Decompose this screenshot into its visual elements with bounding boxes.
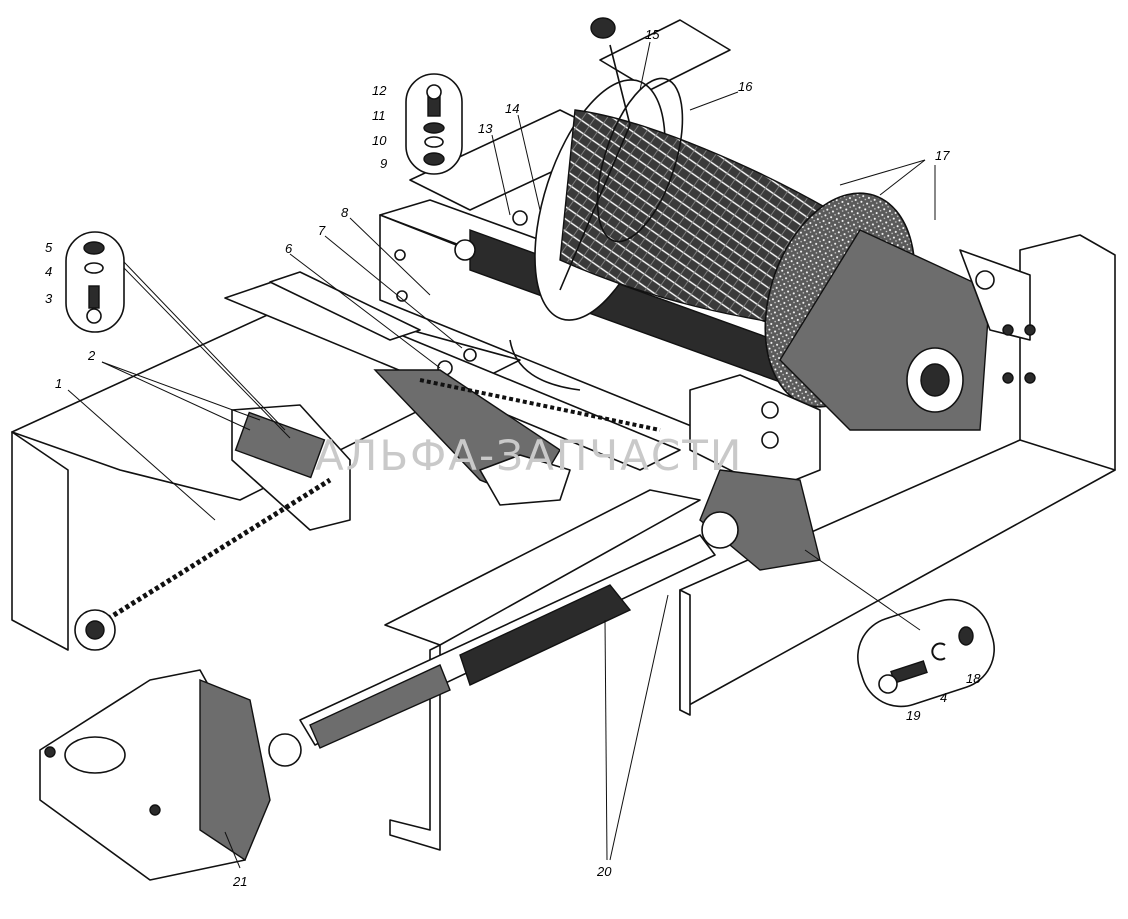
callout-15: 15 xyxy=(645,27,660,42)
hardware-group-4-18-19 xyxy=(857,598,995,708)
callout-19: 19 xyxy=(906,708,920,723)
callout-5: 5 xyxy=(45,240,53,255)
rope-guide-bracket xyxy=(74,369,661,651)
callout-4: 4 xyxy=(45,264,52,279)
transfer-gearbox xyxy=(39,669,271,881)
callout-11: 11 xyxy=(372,108,386,123)
hardware-group-9-12 xyxy=(405,73,463,175)
callout-3: 3 xyxy=(45,291,53,306)
callout-20: 20 xyxy=(596,864,612,879)
hardware-group-3-5 xyxy=(65,231,125,333)
callout-4-lower: 4 xyxy=(940,690,947,705)
callout-1: 1 xyxy=(55,376,62,391)
callout-12: 12 xyxy=(372,83,387,98)
callout-6: 6 xyxy=(285,241,293,256)
callout-7: 7 xyxy=(318,223,326,238)
callout-8: 8 xyxy=(341,205,349,220)
leader-lines xyxy=(67,41,936,869)
callout-18: 18 xyxy=(966,671,981,686)
watermark-text: АЛЬФА-ЗАПЧАСТИ xyxy=(315,431,743,480)
callout-10: 10 xyxy=(372,133,387,148)
callouts: 1 2 3 4 5 6 7 8 9 10 11 12 13 14 15 16 1… xyxy=(45,27,981,889)
winch-drum-assembly xyxy=(379,17,1036,571)
callout-14: 14 xyxy=(505,101,519,116)
callout-13: 13 xyxy=(478,121,493,136)
callout-21: 21 xyxy=(232,874,247,889)
callout-9: 9 xyxy=(380,156,387,171)
callout-16: 16 xyxy=(738,79,753,94)
callout-17: 17 xyxy=(935,148,950,163)
drive-shaft xyxy=(268,511,739,767)
callout-2: 2 xyxy=(87,348,96,363)
